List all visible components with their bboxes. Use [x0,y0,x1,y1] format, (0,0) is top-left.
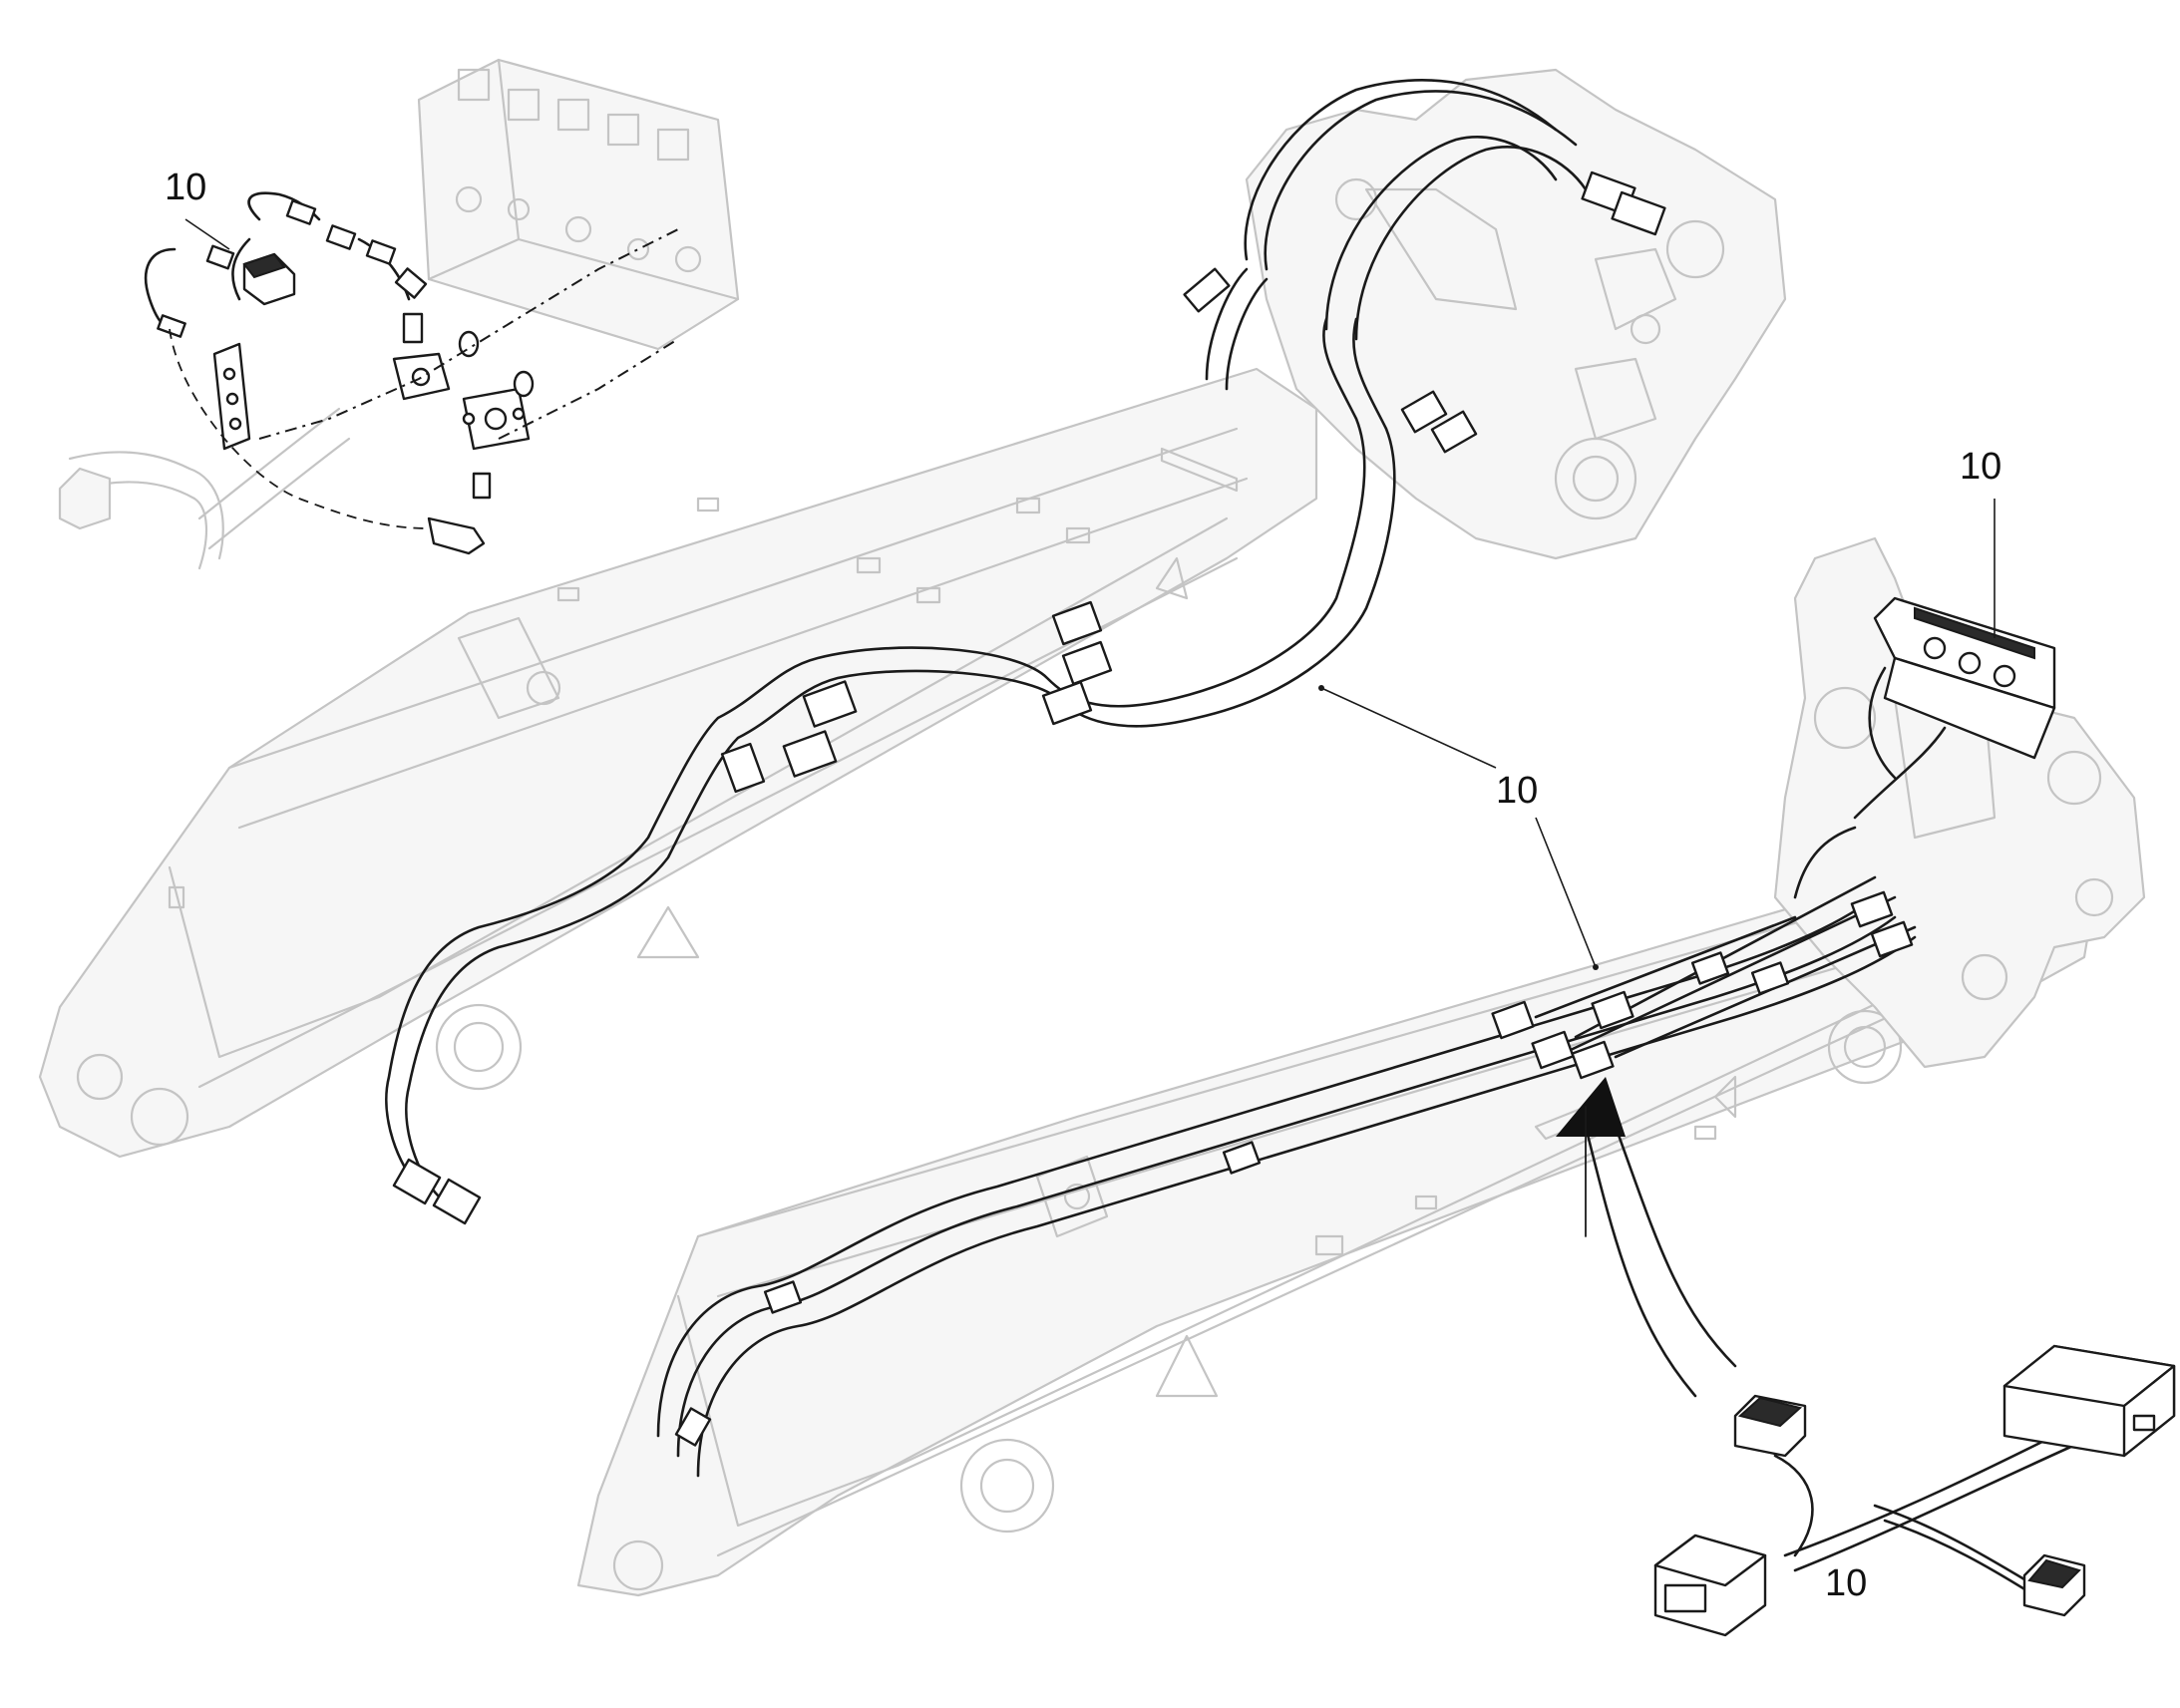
valve-detail [58,58,740,570]
callout-harness: 10 [1825,1562,1867,1604]
wiring-harness [1653,1344,2176,1637]
callout-labels: 10 10 10 10 [165,167,2001,1604]
callout-center: 10 [1496,770,1538,812]
callout-right-block: 10 [1960,446,2001,488]
callout-top-left: 10 [165,167,206,208]
upper-hose-set [385,79,1666,1225]
detail-arrow [1556,1077,1737,1398]
upper-boom [38,367,1318,1159]
lower-hose-set [656,499,2056,1478]
